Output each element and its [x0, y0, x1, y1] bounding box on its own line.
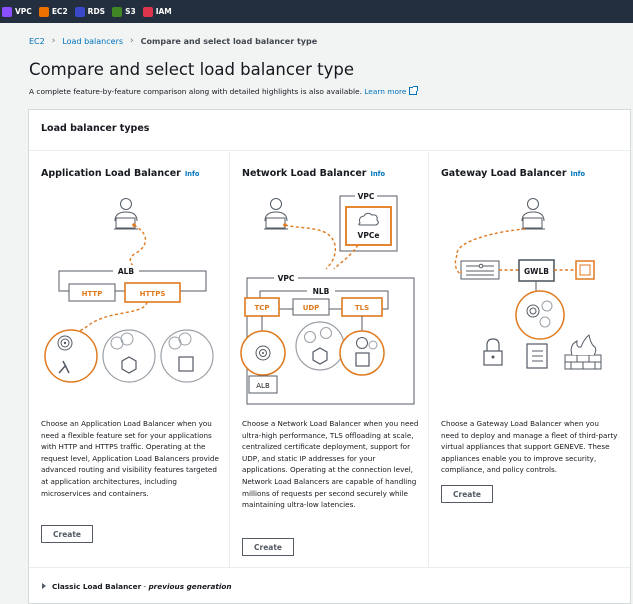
learn-more-label: Learn more [364, 87, 407, 96]
alb-group-label: ALB [118, 267, 135, 276]
breadcrumb-ec2[interactable]: EC2 [29, 36, 45, 46]
gwlb-title-text: Gateway Load Balancer [441, 168, 567, 179]
gwlb-info-link[interactable]: Info [570, 170, 586, 178]
panel-header: Load balancer types [29, 110, 630, 151]
nlb-listener-udp: UDP [303, 304, 320, 312]
nlb-diagram: VPC VPCe VPC NLB TCP UDP TLS [240, 191, 415, 405]
nlb-alb-target-label: ALB [256, 382, 270, 390]
ec2-icon [38, 6, 49, 17]
service-label: S3 [125, 7, 136, 16]
create-gwlb-button[interactable]: Create [441, 485, 494, 503]
container-icon [312, 347, 328, 365]
load-balancer-types-panel: Load balancer types Application Load Bal… [28, 109, 631, 604]
gwlb-label: GWLB [524, 267, 549, 276]
create-alb-button[interactable]: Create [41, 525, 94, 543]
external-link-icon [409, 86, 419, 95]
service-label: IAM [155, 7, 172, 16]
service-shortcut-iam[interactable]: IAM [142, 0, 172, 23]
s3-icon [112, 6, 123, 17]
iam-icon [142, 6, 153, 17]
user-icon [521, 198, 545, 230]
nlb-vpc-top-label: VPC [358, 192, 375, 201]
gwlb-description: Choose a Gateway Load Balancer when you … [441, 419, 618, 475]
container-icon [121, 356, 137, 374]
alb-listener-https: HTTPS [140, 290, 166, 298]
caret-right-icon [42, 583, 46, 589]
chevron-right-icon: › [51, 36, 56, 46]
nlb-title-text: Network Load Balancer [242, 168, 367, 179]
alb-diagram: ALB HTTP HTTPS [44, 198, 214, 383]
rds-icon [74, 6, 85, 17]
user-icon [114, 198, 138, 230]
create-nlb-button[interactable]: Create [242, 538, 295, 556]
nlb-description: Choose a Network Load Balancer when you … [242, 419, 419, 510]
firewall-icon [564, 334, 602, 370]
breadcrumb-current: Compare and select load balancer type [140, 36, 318, 46]
nlb-listener-tls: TLS [355, 304, 369, 312]
page-description: A complete feature-by-feature comparison… [29, 86, 419, 96]
breadcrumb: EC2 › Load balancers › Compare and selec… [29, 36, 317, 46]
service-label: RDS [87, 7, 106, 16]
service-label: VPC [15, 7, 32, 16]
cloud-icon [358, 212, 379, 226]
nlb-vpc-label: VPC [278, 274, 295, 283]
nlb-listener-tcp: TCP [254, 304, 269, 312]
page-title: Compare and select load balancer type [29, 60, 355, 79]
alb-info-link[interactable]: Info [184, 170, 200, 178]
alb-description: Choose an Application Load Balancer when… [41, 419, 219, 498]
nlb-info-link[interactable]: Info [370, 170, 386, 178]
service-shortcut-bar: VPC EC2 RDS S3 IAM [0, 0, 633, 23]
classic-label: Classic Load Balancer [52, 582, 142, 591]
chip-icon [575, 260, 595, 280]
chip-icon [355, 352, 370, 367]
vpc-icon [2, 6, 12, 17]
service-shortcut-rds[interactable]: RDS [74, 0, 106, 23]
breadcrumb-load-balancers[interactable]: Load balancers [62, 36, 124, 46]
alb-title-text: Application Load Balancer [41, 168, 181, 179]
classic-suffix: previous generation [148, 582, 232, 591]
service-label: EC2 [51, 7, 68, 16]
service-shortcut-vpc[interactable]: VPC [2, 0, 32, 23]
user-icon [264, 198, 288, 230]
page-description-text: A complete feature-by-feature comparison… [29, 87, 362, 96]
lambda-icon [58, 360, 70, 374]
classic-load-balancer-expander[interactable]: Classic Load Balancer - previous generat… [29, 567, 630, 604]
chevron-right-icon: › [130, 36, 134, 46]
gwlb-diagram: GWLB [454, 198, 602, 370]
alb-listener-http: HTTP [82, 290, 103, 298]
service-shortcut-s3[interactable]: S3 [112, 0, 136, 23]
service-shortcut-ec2[interactable]: EC2 [38, 0, 68, 23]
nlb-vpce-label: VPCe [358, 231, 380, 240]
nlb-group-label: NLB [313, 287, 330, 296]
lock-icon [486, 338, 500, 351]
learn-more-link[interactable]: Learn more [364, 86, 419, 96]
chip-icon [178, 356, 194, 372]
